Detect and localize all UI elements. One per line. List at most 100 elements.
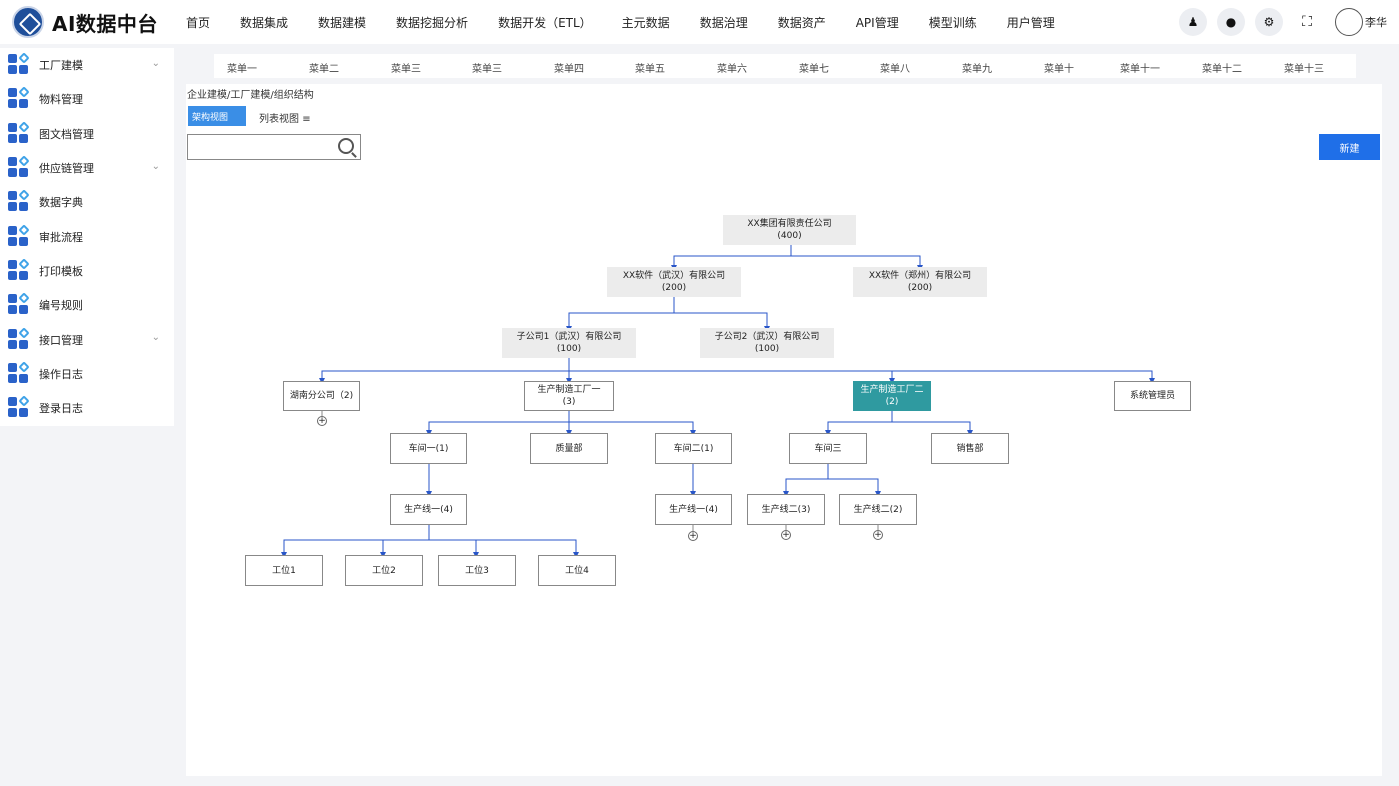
sidebar-item-operation-log[interactable]: 操作日志 (0, 357, 174, 391)
org-node-sub2[interactable]: 子公司2（武汉）有限公司(100) (700, 328, 834, 358)
expand-node-icon[interactable]: + (688, 531, 698, 541)
org-node-station-1[interactable]: 工位1 (245, 555, 323, 586)
module-icon (8, 121, 30, 145)
sidebar-item-dictionary[interactable]: 数据字典 (0, 185, 174, 219)
org-node-name: 工位4 (565, 565, 589, 576)
tab-structure-view[interactable]: 架构视图 (188, 106, 246, 126)
org-node-name: 系统管理员 (1129, 391, 1175, 401)
search-icon[interactable] (338, 138, 354, 154)
sidebar-item-material[interactable]: 物料管理 (0, 82, 174, 116)
chevron-down-icon: ⌄ (151, 332, 160, 344)
app-logo[interactable]: AI数据中台 (12, 6, 182, 38)
menu-tab[interactable]: 菜单九 (962, 64, 992, 75)
main-content: 企业建模/工厂建模/组织结构 架构视图 列表视图 ≡ 新建 (186, 84, 1382, 776)
sidebar-item-label: 物料管理 (39, 93, 83, 107)
user-profile-icon[interactable]: ♟ (1179, 8, 1207, 36)
menu-tab[interactable]: 菜单三 (391, 64, 421, 75)
org-node-sysadmin[interactable]: 系统管理员 (1114, 381, 1191, 411)
menu-tab[interactable]: 菜单十 (1044, 64, 1074, 75)
org-node-name: XX软件（郑州）有限公司 (868, 271, 972, 281)
expand-node-icon[interactable]: + (781, 530, 791, 540)
org-node-name: 车间一(1) (408, 443, 449, 454)
topnav-item-api[interactable]: API管理 (855, 15, 899, 30)
org-node-sales[interactable]: 销售部 (931, 433, 1009, 464)
sidebar-item-label: 操作日志 (39, 367, 83, 381)
topnav-item-master-data[interactable]: 主元数据 (621, 15, 670, 30)
expand-node-icon[interactable]: + (317, 416, 327, 426)
topnav-item-integration[interactable]: 数据集成 (240, 15, 289, 30)
menu-tab[interactable]: 菜单八 (880, 64, 910, 75)
search-input[interactable] (187, 134, 361, 160)
org-node-station-3[interactable]: 工位3 (438, 555, 516, 586)
org-node-name: 工位1 (272, 565, 296, 576)
menu-tab[interactable]: 菜单二 (309, 64, 339, 75)
avatar[interactable] (1335, 8, 1363, 36)
org-node-name: 子公司1（武汉）有限公司 (516, 332, 622, 342)
notification-bell-icon[interactable]: ● (1217, 8, 1245, 36)
org-node-count: (200) (907, 283, 933, 293)
sidebar-item-supply-chain[interactable]: 供应链管理⌄ (0, 151, 174, 185)
org-node-hunan[interactable]: 湖南分公司（2) (283, 381, 360, 411)
org-node-root[interactable]: XX集团有限责任公司(400) (723, 215, 856, 245)
module-icon (8, 52, 30, 76)
new-button[interactable]: 新建 (1319, 134, 1380, 160)
menu-tab[interactable]: 菜单十一 (1120, 64, 1160, 75)
sidebar-item-print-template[interactable]: 打印模板 (0, 254, 174, 288)
tab-label: 架构视图 (192, 113, 229, 123)
org-node-quality[interactable]: 质量部 (530, 433, 608, 464)
org-node-wuhan[interactable]: XX软件（武汉）有限公司(200) (607, 267, 741, 297)
org-node-line1[interactable]: 生产线一(4) (390, 494, 467, 525)
topnav-item-training[interactable]: 模型训练 (928, 15, 977, 30)
menu-tab[interactable]: 菜单四 (554, 64, 584, 75)
org-node-name: XX集团有限责任公司 (747, 219, 832, 229)
menu-tab[interactable]: 菜单一 (227, 64, 257, 75)
menu-tab[interactable]: 菜单五 (635, 64, 665, 75)
sidebar-item-approval[interactable]: 审批流程 (0, 219, 174, 253)
expand-node-icon[interactable]: + (873, 530, 883, 540)
org-node-plant1[interactable]: 生产制造工厂一(3) (524, 381, 614, 411)
sidebar-item-label: 编号规则 (39, 299, 83, 313)
menu-tab[interactable]: 菜单三 (472, 64, 502, 75)
org-node-line2a[interactable]: 生产线二(3) (747, 494, 825, 525)
topnav-item-modeling[interactable]: 数据建模 (318, 15, 367, 30)
topnav-item-mining[interactable]: 数据挖掘分析 (396, 15, 469, 30)
topnav-item-governance[interactable]: 数据治理 (699, 15, 748, 30)
menu-tab[interactable]: 菜单十三 (1284, 64, 1324, 75)
settings-gear-icon[interactable]: ⚙ (1255, 8, 1283, 36)
user-name[interactable]: 李华 (1365, 16, 1387, 29)
org-node-station-2[interactable]: 工位2 (345, 555, 423, 586)
sidebar-item-numbering[interactable]: 编号规则 (0, 288, 174, 322)
org-node-station-4[interactable]: 工位4 (538, 555, 616, 586)
module-icon (8, 155, 30, 179)
org-node-plant2[interactable]: 生产制造工厂二(2) (853, 381, 931, 411)
sidebar-item-interfaces[interactable]: 接口管理⌄ (0, 322, 174, 356)
tab-list-view[interactable]: 列表视图 ≡ (259, 110, 311, 125)
menu-tab[interactable]: 菜单七 (799, 64, 829, 75)
module-icon (8, 395, 30, 419)
org-node-line1b[interactable]: 生产线一(4) (655, 494, 732, 525)
tab-label: 列表视图 (259, 114, 299, 125)
topnav-item-etl[interactable]: 数据开发（ETL） (498, 15, 592, 30)
org-node-name: 湖南分公司（2) (289, 391, 354, 401)
org-node-sub1[interactable]: 子公司1（武汉）有限公司(100) (502, 328, 636, 358)
menu-tab[interactable]: 菜单十二 (1202, 64, 1242, 75)
topnav-item-assets[interactable]: 数据资产 (777, 15, 826, 30)
logo-emblem-icon (12, 6, 44, 38)
menu-tab[interactable]: 菜单六 (717, 64, 747, 75)
sidebar-item-login-log[interactable]: 登录日志 (0, 391, 174, 425)
sidebar-item-factory-modeling[interactable]: 工厂建模⌄ (0, 48, 174, 82)
org-node-name: 生产线二(2) (853, 504, 903, 515)
topnav-item-users[interactable]: 用户管理 (1006, 15, 1055, 30)
topnav-item-home[interactable]: 首页 (186, 15, 211, 30)
org-node-name: 车间三 (814, 443, 842, 454)
org-node-ws1[interactable]: 车间一(1) (390, 433, 467, 464)
sidebar-item-documents[interactable]: 图文档管理 (0, 117, 174, 151)
module-icon (8, 86, 30, 110)
org-node-name: 工位3 (465, 565, 489, 576)
org-node-ws3[interactable]: 车间三 (789, 433, 867, 464)
org-node-ws2[interactable]: 车间二(1) (655, 433, 732, 464)
org-node-zhengzhou[interactable]: XX软件（郑州）有限公司 (200) (853, 267, 987, 297)
sidebar: 工厂建模⌄ 物料管理 图文档管理 供应链管理⌄ 数据字典 审批流程 打印模板 编… (0, 48, 174, 426)
fullscreen-icon[interactable]: ⛶ (1302, 14, 1312, 30)
org-node-line2b[interactable]: 生产线二(2) (839, 494, 917, 525)
